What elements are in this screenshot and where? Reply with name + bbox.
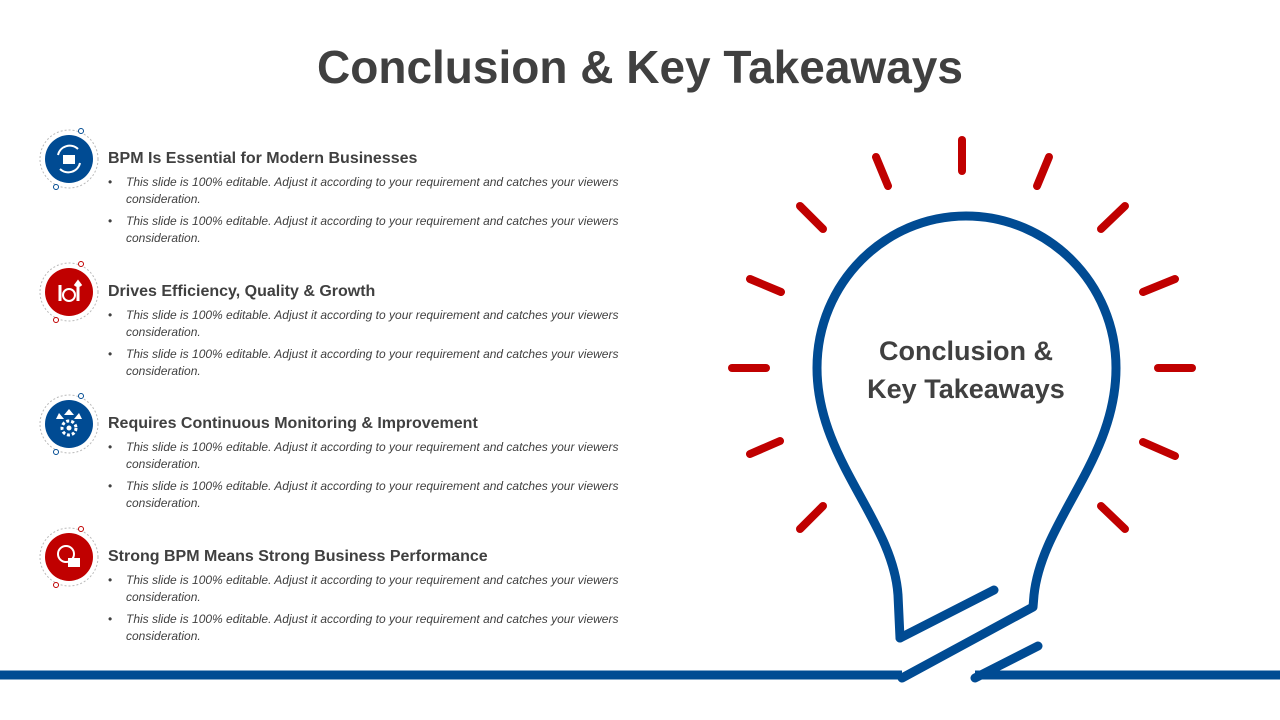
takeaway-heading: Drives Efficiency, Quality & Growth bbox=[108, 283, 376, 300]
bullet: This slide is 100% editable. Adjust it a… bbox=[108, 439, 651, 473]
takeaway-heading: Requires Continuous Monitoring & Improve… bbox=[108, 415, 478, 432]
bullet: This slide is 100% editable. Adjust it a… bbox=[108, 213, 651, 247]
bullet: This slide is 100% editable. Adjust it a… bbox=[108, 611, 651, 645]
gauge-briefcase-icon bbox=[39, 526, 99, 588]
bullet: This slide is 100% editable. Adjust it a… bbox=[108, 572, 651, 606]
bullet: This slide is 100% editable. Adjust it a… bbox=[108, 478, 651, 512]
bullet: This slide is 100% editable. Adjust it a… bbox=[108, 174, 651, 208]
growth-clock-icon bbox=[39, 261, 99, 323]
bullet: This slide is 100% editable. Adjust it a… bbox=[108, 307, 651, 341]
bulb-label: Conclusion & Key Takeaways bbox=[846, 332, 1086, 408]
gear-arrows-icon bbox=[39, 393, 99, 455]
bullet: This slide is 100% editable. Adjust it a… bbox=[108, 346, 651, 380]
takeaway-heading: Strong BPM Means Strong Business Perform… bbox=[108, 548, 488, 565]
slide-title: Conclusion & Key Takeaways bbox=[317, 41, 963, 93]
takeaway-heading: BPM Is Essential for Modern Businesses bbox=[108, 150, 418, 167]
light-rays bbox=[728, 136, 1196, 533]
cycle-briefcase-icon bbox=[39, 128, 99, 190]
bulb-label-line2: Key Takeaways bbox=[867, 374, 1065, 404]
bulb-outline bbox=[0, 211, 1280, 683]
bulb-label-line1: Conclusion & bbox=[879, 336, 1053, 366]
